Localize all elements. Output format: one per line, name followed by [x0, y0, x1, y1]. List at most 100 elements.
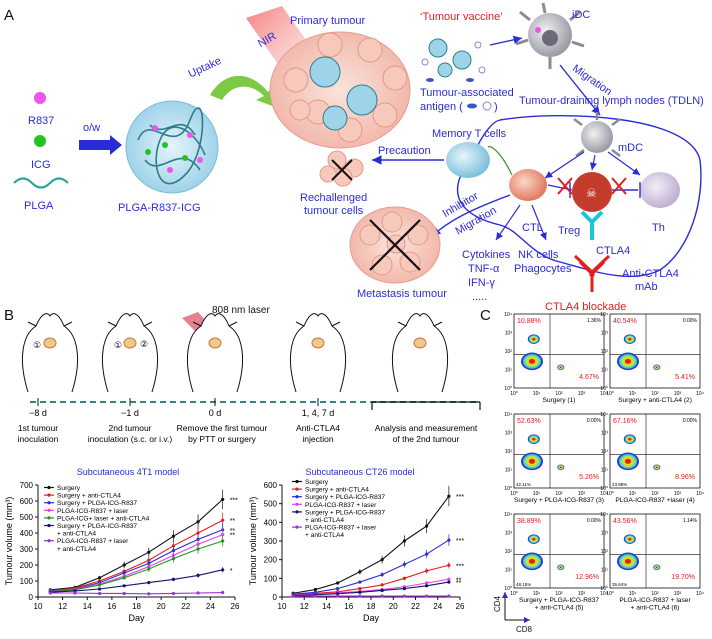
timeline-description: 2nd tumour [109, 423, 152, 433]
flow-y-tick: 10⁰ [600, 386, 608, 392]
significance-mark: *** [456, 494, 464, 501]
data-point [171, 534, 176, 538]
flow-x-tick: 10¹ [533, 391, 541, 397]
data-point [221, 539, 225, 543]
x-axis-label: Day [363, 613, 380, 623]
flow-y-tick: 10⁰ [504, 586, 512, 592]
significance-mark: * [230, 568, 233, 575]
quadrant-ll: 23.88% [612, 482, 627, 487]
legend-entry: Surgery + PLGA-ICG-R837 [57, 523, 137, 530]
legend-marker [47, 539, 51, 543]
quadrant-ll: 35.64% [612, 582, 627, 587]
icg-label: ICG [31, 159, 51, 171]
data-point [196, 573, 200, 578]
series-line [50, 569, 223, 593]
flow-plot-frame [513, 413, 605, 489]
quadrant-lr: 8.96% [675, 474, 695, 481]
flow-plot: 43.56%1.14%19.70%35.64%10⁰10⁰10¹10¹10²10… [600, 512, 704, 612]
data-point [122, 563, 126, 567]
np-dot [152, 125, 158, 131]
flow-y-tick: 10¹ [505, 368, 513, 374]
flow-x-tick: 10¹ [629, 591, 637, 597]
flow-y-tick: 10¹ [601, 468, 609, 474]
flow-y-tick: 10³ [505, 431, 513, 437]
x-tick-label: 10 [34, 602, 43, 611]
flow-x-tick: 10³ [674, 591, 682, 597]
panel-b-label: B [4, 307, 14, 324]
antigen-label-3: ) [494, 101, 498, 113]
timeline-tick-label: 0 d [209, 408, 222, 418]
quadrant-lr: 4.67% [579, 374, 599, 381]
legend-marker [47, 493, 51, 497]
ctl-to-nk-arrow [531, 204, 547, 241]
nanoparticle-label: PLGA-R837-ICG [118, 202, 201, 214]
legend-marker [47, 523, 51, 528]
flow-x-tick: 10⁴ [696, 591, 704, 597]
data-point [196, 531, 200, 535]
rechallenged-label-2: tumour cells [304, 205, 364, 217]
idc-dot [535, 27, 541, 33]
antigen-symbol [482, 101, 492, 111]
treg-label: Treg [558, 225, 580, 237]
timeline-description: Analysis and measurement [375, 423, 478, 433]
flow-plot-caption: + anti-CTLA4 (6) [631, 605, 680, 612]
mouse-mark: ① [33, 340, 41, 350]
timeline-tick-label: 1, 4, 7 d [302, 408, 335, 418]
idc-migration-arrow [559, 64, 601, 116]
y-tick-label: 0 [273, 593, 278, 602]
data-point [402, 576, 406, 580]
nk-label: NK cells [518, 249, 559, 261]
nanoparticle [125, 100, 219, 194]
density-contour [655, 366, 658, 369]
legend-marker [47, 516, 51, 520]
np-dot [187, 132, 193, 138]
y-axis-label: Tumour volume (mm³) [4, 497, 14, 586]
timeline-description: Remove the first tumour [177, 423, 268, 433]
legend-marker [295, 502, 299, 506]
quadrant-lr: 12.96% [575, 574, 599, 581]
quadrant-ul: 38.89% [517, 518, 541, 525]
cytokines-label: Cytokines [462, 249, 511, 261]
significance-mark: ** [456, 580, 462, 587]
data-point [425, 524, 429, 528]
density-contour [628, 337, 632, 341]
data-point [425, 584, 429, 588]
x-tick-label: 18 [367, 602, 376, 611]
tumour-vaccine-label: ‘Tumour vaccine’ [420, 11, 503, 23]
icg-dot [34, 135, 46, 147]
quadrant-ll: 42.11% [516, 482, 531, 487]
mouse-mark: ① [114, 340, 122, 350]
x-tick-label: 14 [322, 602, 331, 611]
antigen-label: Tumour-associated [420, 87, 514, 99]
flow-y-tick: 10³ [601, 331, 609, 337]
flow-x-tick: 10⁰ [606, 491, 614, 497]
data-point [425, 594, 429, 598]
flow-x-tick: 10⁴ [600, 591, 608, 597]
flow-y-tick: 10⁴ [600, 512, 608, 518]
antigen-label-2: antigen ( [420, 101, 463, 113]
quadrant-ur: 0.00% [683, 318, 698, 324]
np-dot [182, 155, 188, 161]
significance-mark: ** [230, 533, 236, 540]
data-point [358, 590, 362, 594]
y-tick-label: 400 [20, 529, 34, 538]
data-point [171, 591, 176, 596]
plga-label: PLGA [24, 200, 54, 212]
laser-label: 808 nm laser [212, 305, 270, 316]
flow-plot-caption: Surgery + PLGA-ICG-R837 (3) [514, 497, 604, 504]
flow-x-tick: 10⁰ [606, 591, 614, 597]
series-line [50, 519, 223, 592]
r837-label: R837 [28, 115, 54, 127]
data-point [171, 549, 176, 553]
x-tick-label: 12 [300, 602, 309, 611]
chart-title: Subcutaneous 4T1 model [77, 467, 180, 477]
flow-plot: 38.89%0.00%12.96%48.15%10⁰10⁰10¹10¹10²10… [504, 512, 608, 612]
x-tick-label: 16 [344, 602, 353, 611]
x-tick-label: 22 [411, 602, 420, 611]
data-point [358, 594, 362, 598]
mouse-illustration [392, 313, 448, 393]
data-point [196, 591, 200, 595]
x-tick-label: 18 [132, 602, 141, 611]
